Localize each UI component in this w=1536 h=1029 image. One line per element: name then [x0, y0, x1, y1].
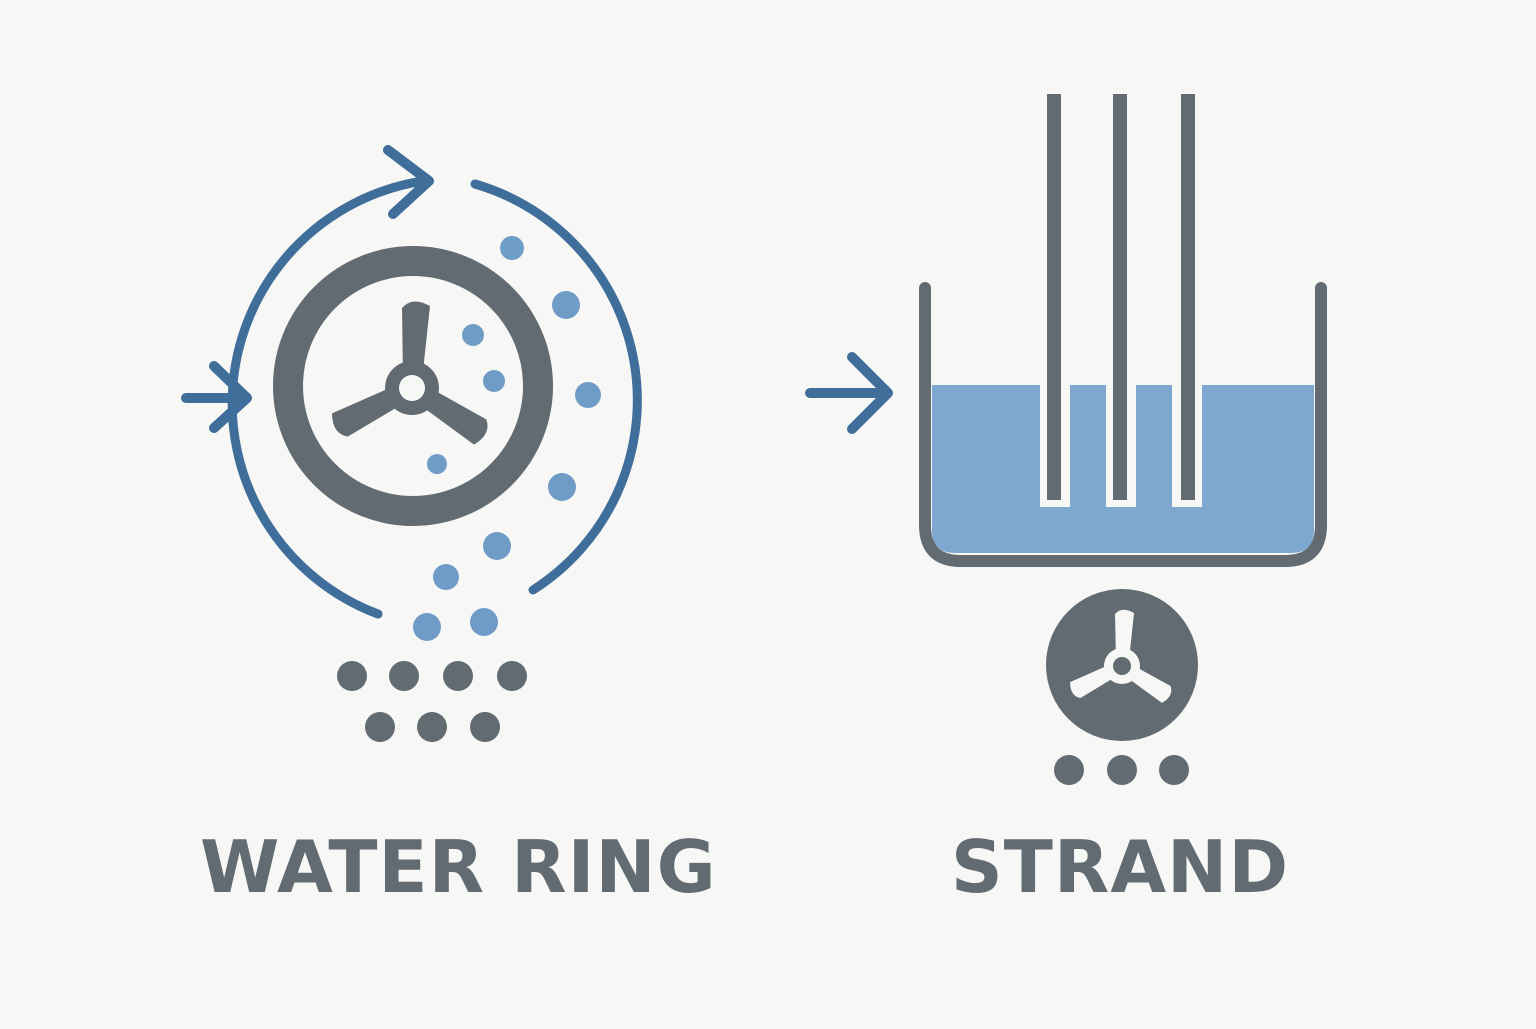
water-droplet-icon [548, 473, 576, 501]
water-droplet-icon [470, 608, 498, 636]
water-droplet-icon [413, 613, 441, 641]
arrow-right-icon [805, 352, 893, 434]
water-ring-panel [181, 145, 642, 742]
water-droplet-icon [427, 454, 447, 474]
water-droplet-icon [462, 324, 484, 346]
pellet-icon [365, 712, 395, 742]
pellet-icon [417, 712, 447, 742]
strand-panel [805, 94, 1327, 785]
water-droplet-icon [575, 382, 601, 408]
water-droplet-icon [483, 532, 511, 560]
strand-label: STRAND [950, 825, 1290, 909]
arrow-head-top-icon [383, 145, 434, 219]
water-ring-label: WATER RING [200, 825, 717, 909]
water-droplet-icon [552, 291, 580, 319]
cutter-blade-icon [1070, 609, 1172, 703]
pellet-icon [443, 661, 473, 691]
water-droplet-icon [500, 236, 524, 260]
water-droplets [413, 236, 601, 641]
water-droplet-icon [483, 370, 505, 392]
pellets [1054, 755, 1189, 785]
pellet-icon [389, 661, 419, 691]
pellets [337, 661, 527, 742]
pellet-icon [497, 661, 527, 691]
water-bath-icon [919, 282, 1327, 567]
water-droplet-icon [433, 564, 459, 590]
cutter-blade-icon [331, 301, 488, 445]
pellet-icon [1159, 755, 1189, 785]
strands [1040, 94, 1202, 507]
pellet-icon [1107, 755, 1137, 785]
pellet-icon [470, 712, 500, 742]
die-ring-icon [273, 246, 553, 526]
pellet-icon [1054, 755, 1084, 785]
pellet-icon [337, 661, 367, 691]
circular-arrow-right-icon [470, 179, 642, 595]
